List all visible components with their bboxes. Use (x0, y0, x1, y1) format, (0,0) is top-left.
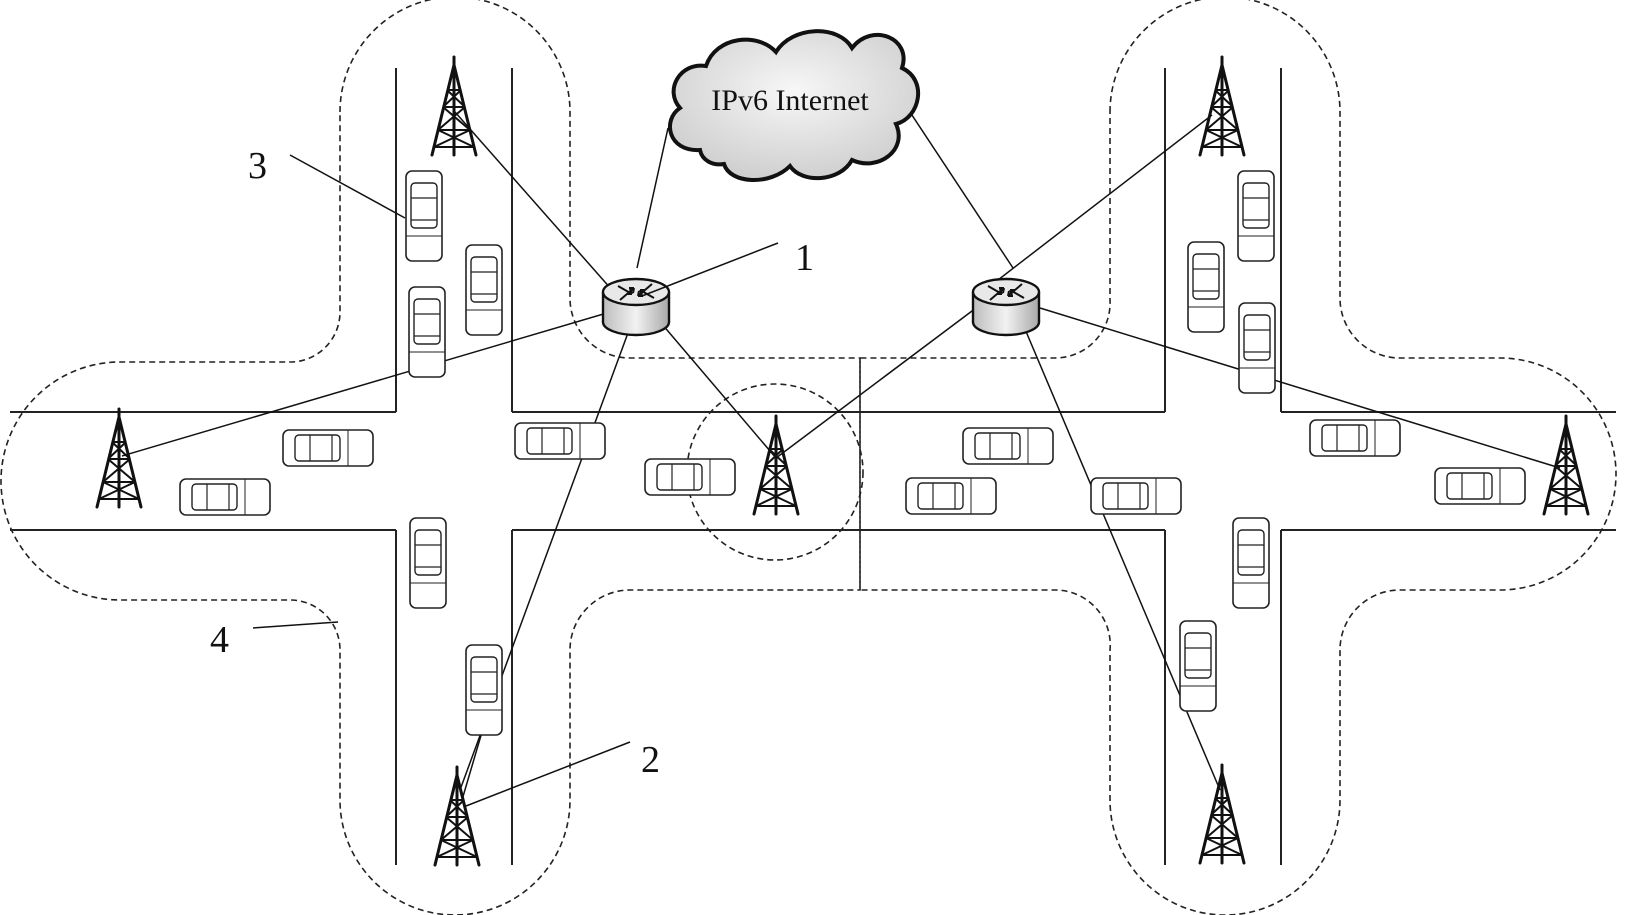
car (1238, 171, 1274, 261)
leader-1 (642, 243, 778, 296)
car (409, 287, 445, 377)
car (283, 430, 373, 466)
car (645, 459, 735, 495)
link-cloud-router-right (902, 100, 1013, 268)
car (1239, 303, 1275, 393)
label-1: 1 (795, 237, 814, 279)
car (1233, 518, 1269, 608)
label-3: 3 (248, 145, 267, 187)
car (963, 428, 1053, 464)
car (466, 645, 502, 735)
router-right (973, 279, 1039, 335)
roads (10, 68, 1616, 865)
router-left (603, 279, 669, 335)
vehicles (180, 171, 1525, 735)
label-2: 2 (641, 739, 660, 781)
link-car-tower-bottom (462, 732, 482, 800)
car (180, 479, 270, 515)
car (1310, 420, 1400, 456)
label-4: 4 (210, 619, 229, 661)
link-router-right-tower-right (1040, 308, 1560, 468)
tower-bottom-left (435, 767, 479, 865)
link-router-right-tower-top (985, 115, 1212, 290)
tower-center (754, 416, 798, 514)
leader-3 (290, 155, 405, 218)
car (1188, 242, 1224, 332)
leader-4 (253, 622, 338, 628)
car (466, 245, 502, 335)
car (906, 478, 996, 514)
link-router-left-tower-center (650, 310, 776, 458)
car (410, 518, 446, 608)
tower-left (97, 409, 141, 507)
tower-top-right (1200, 57, 1244, 155)
car (1435, 468, 1525, 504)
leader-2 (466, 742, 630, 806)
car (1091, 478, 1181, 514)
tower-top-left (432, 57, 476, 155)
car (515, 423, 605, 459)
link-router-right-tower-bottom (1022, 322, 1220, 790)
link-router-right-tower-center (776, 308, 976, 458)
cloud-label: IPv6 Internet (711, 84, 869, 117)
car (1180, 621, 1216, 711)
ipv6-internet-cloud: IPv6 Internet (670, 31, 918, 180)
car (406, 171, 442, 261)
link-cloud-router-left (637, 128, 668, 268)
tower-bottom-right (1200, 765, 1244, 863)
